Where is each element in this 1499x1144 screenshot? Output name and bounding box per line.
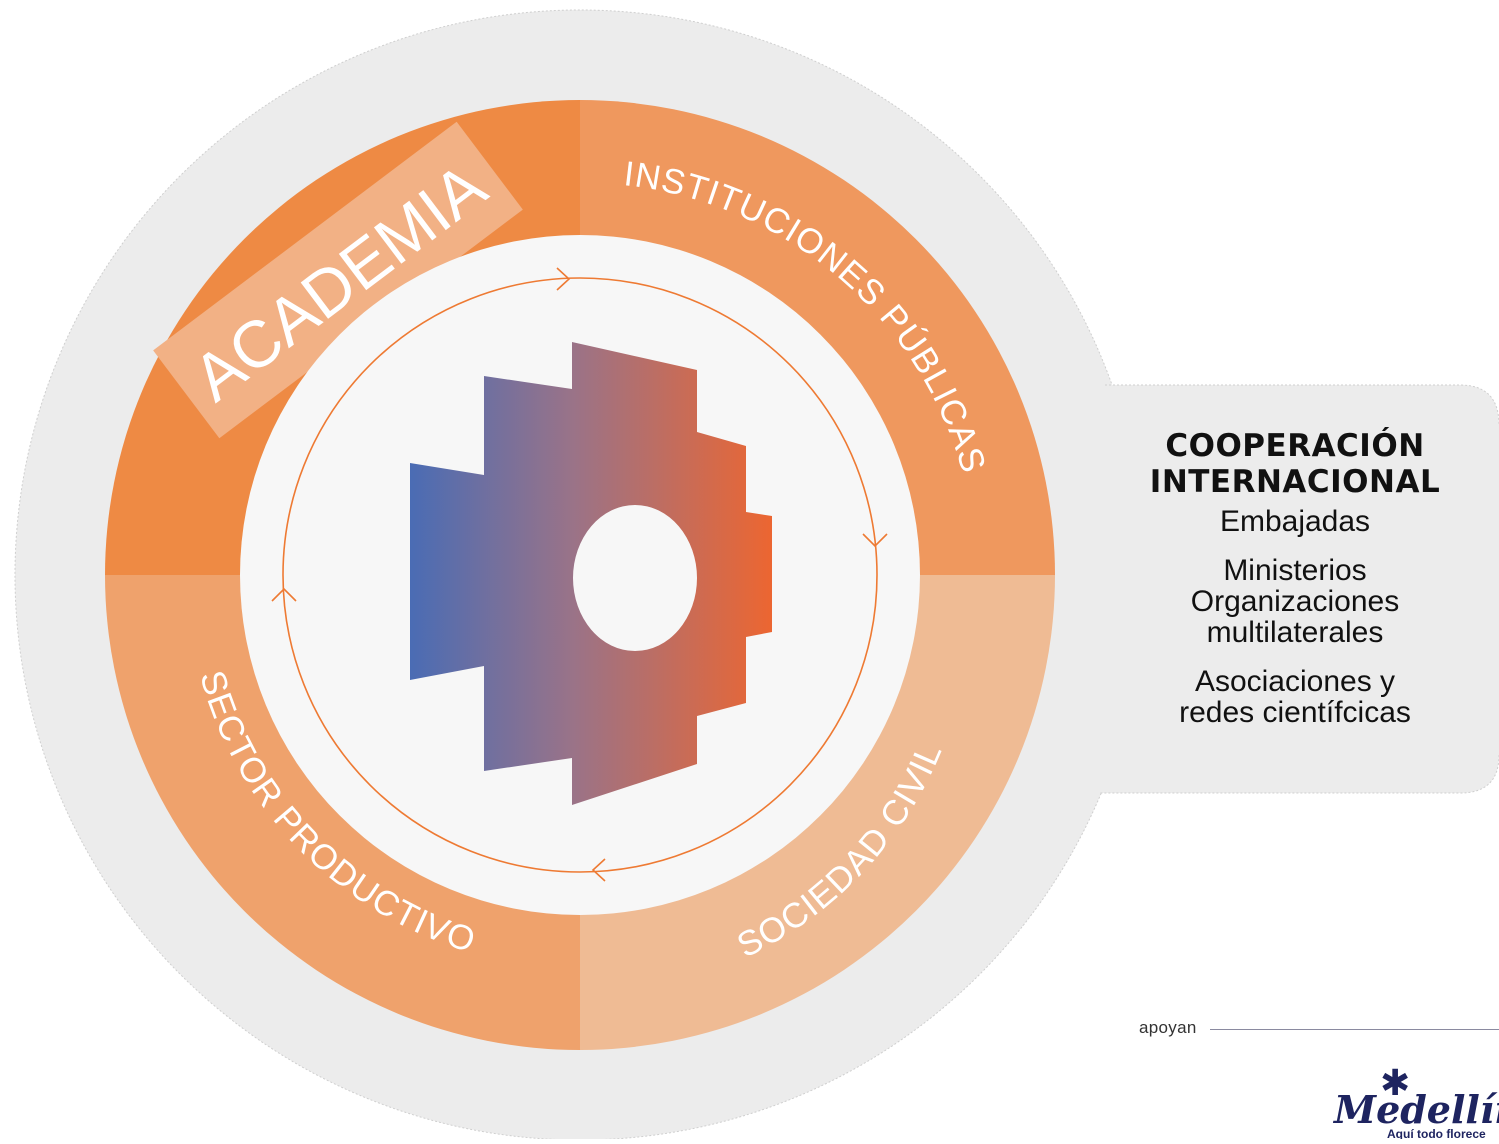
- cooperacion-title-line2: INTERNACIONAL: [1149, 464, 1441, 500]
- brand-name: Medellín: [1334, 1087, 1499, 1132]
- item-multilaterales: multilaterales: [1206, 616, 1384, 649]
- cooperacion-title-line1: COOPERACIÓN: [1165, 428, 1425, 464]
- medellin-logo: Medellín Aquí todo florece: [1330, 1085, 1499, 1140]
- item-organizaciones: Organizaciones: [1190, 585, 1400, 618]
- item-ministerios: Ministerios: [1223, 554, 1367, 587]
- apoyan-divider: [1210, 1029, 1499, 1030]
- apoyan-label: apoyan: [1139, 1018, 1197, 1037]
- item-embajadas: Embajadas: [1219, 505, 1371, 538]
- brand-tagline: Aquí todo florece: [1387, 1127, 1486, 1139]
- central-logo-icon: [410, 342, 772, 805]
- item-asociaciones: Asociaciones y: [1194, 665, 1396, 698]
- item-redes: redes científcicas: [1179, 696, 1411, 729]
- inner-circle: [240, 235, 920, 915]
- asterisk-flower-icon: ✱: [1380, 1063, 1411, 1104]
- cycle-arrows: [271, 267, 888, 882]
- cooperacion-internacional-panel: COOPERACIÓN INTERNACIONAL Embajadas Mini…: [1110, 428, 1480, 728]
